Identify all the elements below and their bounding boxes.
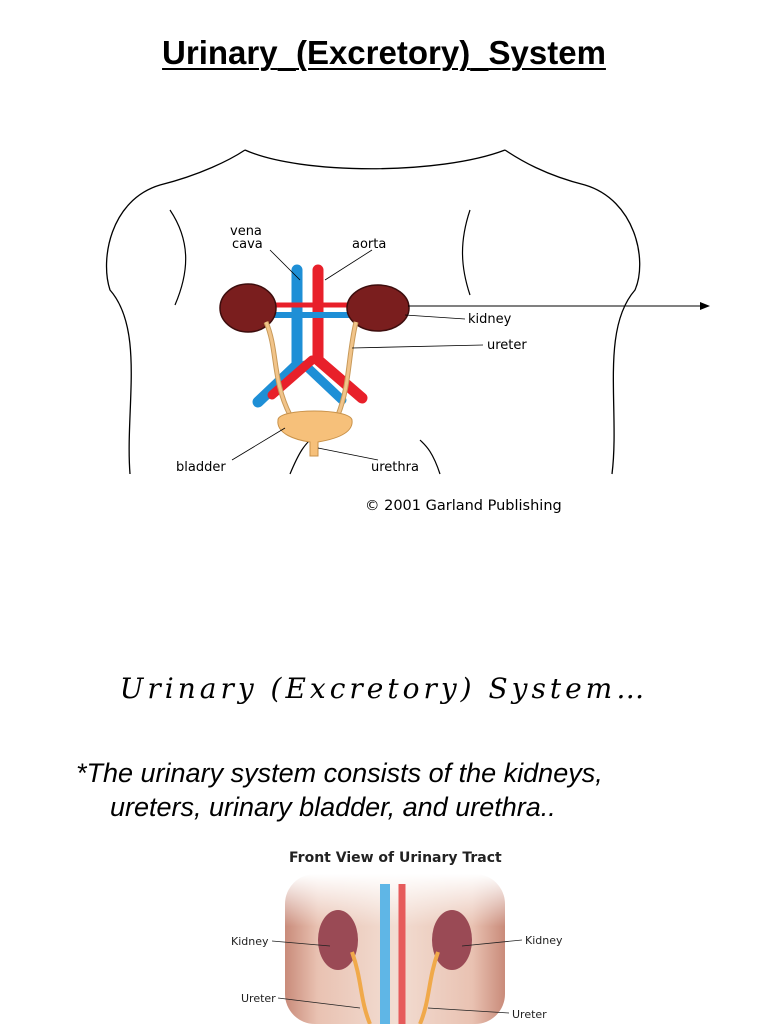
leader-ureter-left-2 <box>277 997 361 1009</box>
page-title: Urinary (Excretory) System <box>0 34 768 72</box>
urinary-system-diagram: vena cava aorta kidney ureter bladder ur… <box>105 149 710 514</box>
arm-line-right <box>461 209 471 296</box>
leader-bladder <box>231 427 286 461</box>
kidney-right <box>346 284 410 332</box>
label-bladder: bladder <box>176 460 226 475</box>
title-word-urinary: Urinary <box>162 34 278 71</box>
leader-kidney-left-2 <box>271 940 331 947</box>
leg-line-left <box>289 439 311 475</box>
neck-outline <box>244 149 506 170</box>
kidney-right-2 <box>432 910 472 970</box>
label-cava: cava <box>232 237 263 252</box>
leader-vena-cava <box>269 249 301 281</box>
vena-cava-vessel <box>252 264 303 408</box>
label-ureter-left-2: Ureter <box>241 992 276 1005</box>
arm-line-left <box>169 209 187 306</box>
kidney-left <box>219 283 277 333</box>
kidney-left-2 <box>318 910 358 970</box>
leader-kidney-right-2 <box>461 939 523 947</box>
section-subtitle: Urinary (Excretory) System… <box>119 672 649 705</box>
copyright-text: © 2001 Garland Publishing <box>365 498 562 514</box>
leader-kidney <box>404 314 466 320</box>
label-urethra: urethra <box>371 460 419 475</box>
label-kidney-left-2: Kidney <box>231 935 269 948</box>
label-kidney-right-2: Kidney <box>525 934 563 947</box>
label-kidney: kidney <box>468 312 512 327</box>
ureter-right-2 <box>418 951 440 1024</box>
front-view-heading: Front View of Urinary Tract <box>289 850 502 866</box>
pointer-arrow-head <box>700 302 710 310</box>
leg-line-right <box>419 439 441 475</box>
front-view-urinary-tract-image: Front View of Urinary Tract Kidney Kidne… <box>231 850 563 1024</box>
description-line-2: ureters, urinary bladder, and urethra.. <box>110 792 556 822</box>
label-ureter: ureter <box>487 338 527 353</box>
ureter-left-fill <box>264 321 292 416</box>
leader-ureter <box>351 344 484 349</box>
vena-cava-branch-right <box>300 360 347 405</box>
leader-urethra <box>317 447 379 461</box>
leader-aorta <box>324 249 373 281</box>
title-word-excretory: (Excretory) <box>295 34 471 71</box>
label-aorta: aorta <box>352 237 386 252</box>
label-ureter-right-2: Ureter <box>512 1008 547 1021</box>
title-word-system: System <box>488 34 606 71</box>
leader-ureter-right-2 <box>427 1007 510 1014</box>
body-outline <box>105 149 641 475</box>
description-line-1: *The urinary system consists of the kidn… <box>76 758 603 788</box>
label-vena: vena <box>230 224 262 239</box>
ureter-left-2 <box>350 951 372 1024</box>
description-text: *The urinary system consists of the kidn… <box>76 756 716 824</box>
bladder-shape <box>277 410 353 457</box>
ureter-right-fill <box>336 321 358 416</box>
